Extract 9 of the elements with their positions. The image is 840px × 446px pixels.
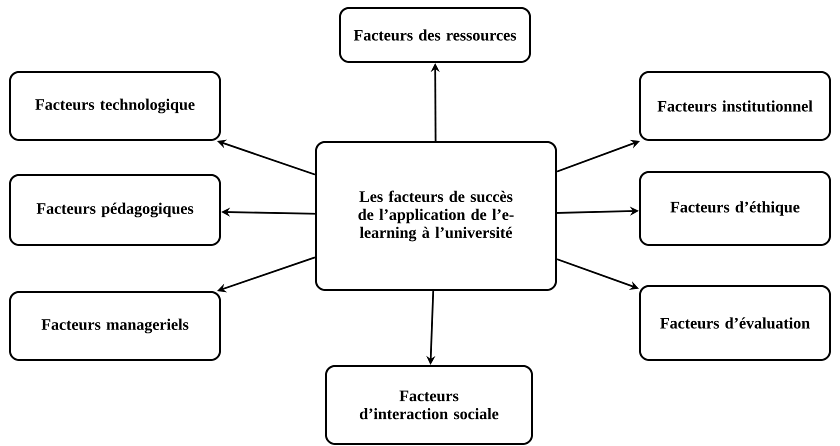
factor-box: Facteurs institutionnel — [639, 71, 831, 141]
factor-box: Facteurs pédagogiques — [9, 174, 221, 246]
central-box: Les facteurs de succès de l’application de l’e-learning à l’université — [315, 141, 557, 291]
factor-box: Facteurs d’éthique — [639, 171, 831, 246]
factor-box: Facteurs manageriels — [9, 290, 221, 361]
factor-box: Facteurs technologique — [9, 71, 221, 141]
factor-box: Facteurs d’évaluation — [639, 284, 831, 361]
factor-box: Facteurs des ressources — [339, 7, 531, 63]
factor-box: Facteurs d’interaction sociale — [325, 364, 533, 445]
